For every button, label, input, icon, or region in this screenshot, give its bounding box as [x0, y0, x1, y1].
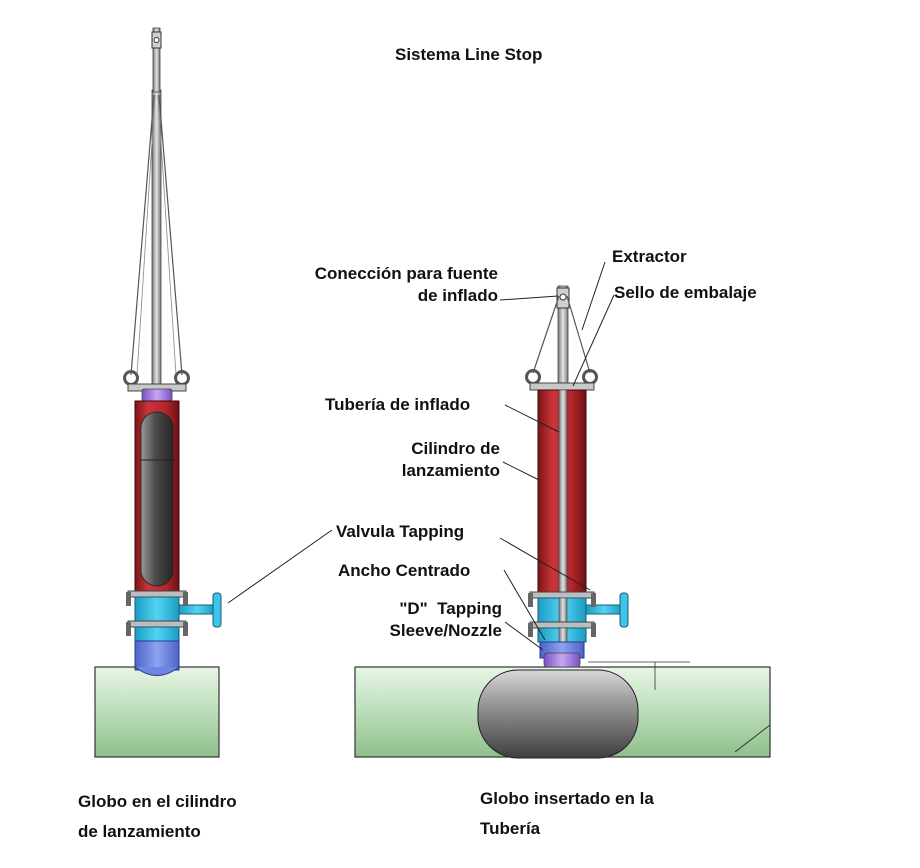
left-extractor-rod [151, 89, 162, 391]
left-pipe [94, 666, 220, 758]
label-extractor: Extractor [612, 247, 687, 266]
caption-left: Globo en el cilindro de lanzamiento [78, 792, 237, 841]
left-balloon [140, 411, 174, 587]
diagram-title: Sistema Line Stop [395, 45, 543, 64]
right-valve-handwheel [619, 592, 629, 628]
label-inflation-connection: Conección para fuente de inflado [314, 264, 498, 305]
right-assembly [354, 285, 771, 759]
label-tapping-sleeve: "D" Tapping Sleeve/Nozzle [389, 599, 502, 640]
left-top-cap [141, 388, 173, 402]
label-launch-cylinder: Cilindro de lanzamiento [401, 439, 500, 480]
left-tapping-valve [134, 596, 180, 622]
left-tapping-sleeve [134, 640, 180, 671]
label-tapping-valve: Valvula Tapping [336, 522, 465, 541]
caption-right: Globo insertado en la Tubería [480, 789, 654, 838]
right-bottom-cap [543, 652, 581, 668]
label-inflation-tube: Tubería de inflado [325, 395, 471, 414]
leader-lines [145, 261, 615, 651]
label-centering-width: Ancho Centrado [338, 561, 471, 580]
right-balloon [477, 669, 639, 759]
left-valve-handwheel [212, 592, 222, 628]
left-assembly [94, 27, 222, 758]
label-gland-seal: Sello de embalaje [614, 283, 757, 302]
